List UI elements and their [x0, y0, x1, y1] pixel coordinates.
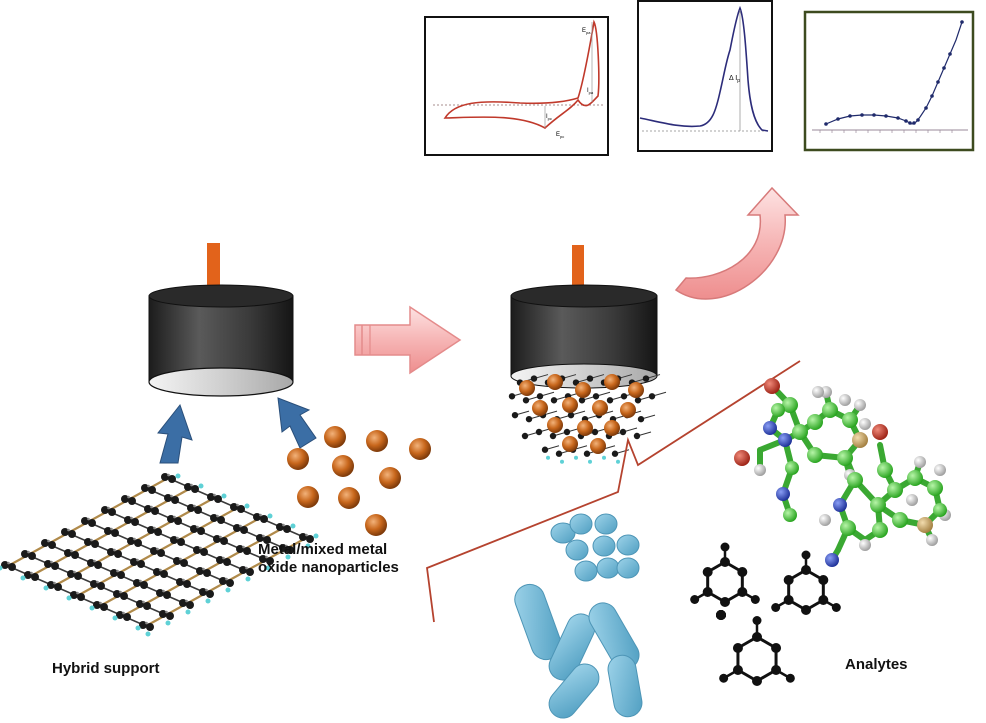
- bacteria-icon: [514, 513, 643, 719]
- epc-label: Epc: [556, 132, 564, 139]
- calibration-points: [824, 20, 964, 126]
- hybrid-support-label: Hybrid support: [52, 660, 160, 677]
- nanoparticles-label-line1: Metal/mixed metal: [258, 541, 388, 558]
- graphene-sheet-icon: [0, 473, 319, 637]
- curved-arrow-icon: [674, 186, 800, 300]
- nanoparticles-label: Metal/mixed metal oxide nanoparticles: [258, 541, 428, 577]
- dpv-plot: Δ Ip: [637, 0, 773, 152]
- delta-ip-label: Δ Ip: [729, 75, 740, 84]
- nanoparticles-icon: [287, 426, 431, 536]
- blue-arrow-icon: [157, 397, 317, 464]
- molecule-icon: [734, 378, 951, 567]
- nanoparticles-label-line2: oxide nanoparticles: [258, 559, 399, 576]
- ipc-label: Ipc: [546, 114, 552, 121]
- analytes-label: Analytes: [845, 656, 908, 673]
- ipa-label: Ipa: [587, 88, 594, 95]
- pink-arrow-icon: [354, 305, 462, 375]
- dpv-curve: [639, 5, 769, 132]
- bracket-line: [426, 360, 801, 623]
- calibration-plot: [803, 10, 975, 152]
- cv-plot: Epa Ipa Ipc Epc: [424, 16, 609, 156]
- hexagon-structure-icon: [690, 542, 841, 686]
- epa-label: Epa: [582, 28, 591, 35]
- bare-electrode-icon: [148, 243, 294, 397]
- modified-electrode-icon: [508, 245, 667, 464]
